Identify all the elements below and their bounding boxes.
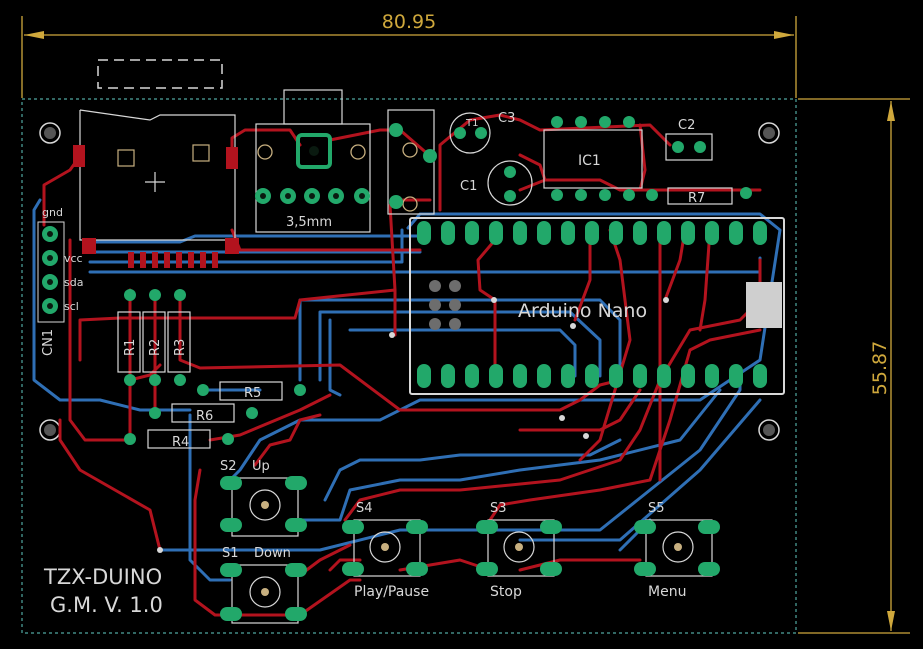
dimension-width: 80.95 <box>21 11 797 98</box>
sd-card-outline <box>97 59 223 89</box>
c3-label: C3 <box>498 111 515 126</box>
resistors-r1-r3: R1 R2 R3 <box>117 289 191 386</box>
button-s1-footprint: S1 Down <box>220 546 307 624</box>
audio-jack: 3,5mm <box>255 89 371 233</box>
r6-label: R6 <box>196 409 213 424</box>
pin-sda-label: sda <box>64 276 83 289</box>
vias <box>157 297 669 553</box>
s3-ref: S3 <box>490 501 507 516</box>
ic1-label: IC1 <box>578 153 601 169</box>
s5-label: Menu <box>648 584 686 600</box>
arduino-nano-footprint: Arduino Nano <box>409 217 785 395</box>
c2-label: C2 <box>678 118 695 133</box>
jack-label: 3,5mm <box>286 215 332 230</box>
header-cn1: gnd vcc sda scl CN1 <box>37 206 83 356</box>
capacitor-c3: C3 T1 <box>449 111 515 154</box>
r1-label: R1 <box>123 339 138 356</box>
height-label: 55.87 <box>869 341 891 395</box>
button-s2-footprint: S2 Up <box>220 459 307 537</box>
s3-label: Stop <box>490 584 522 600</box>
c1-label: C1 <box>460 179 477 194</box>
board-version: G.M. V. 1.0 <box>50 593 163 617</box>
s4-ref: S4 <box>356 501 373 516</box>
board-outline <box>21 98 797 634</box>
arduino-top-pins <box>417 221 767 245</box>
resistor-r7: R7 <box>646 187 752 206</box>
width-label: 80.95 <box>382 11 436 33</box>
r7-label: R7 <box>688 191 705 206</box>
r3-label: R3 <box>173 339 188 356</box>
pin-vcc-label: vcc <box>64 252 83 265</box>
s2-ref: S2 <box>220 459 237 474</box>
resistors-r4-r6: R5 R6 R4 <box>124 381 306 450</box>
icsp-pads <box>429 280 461 330</box>
button-s4-footprint: S4 Play/Pause <box>342 501 429 600</box>
chip-ic1: IC1 <box>543 116 643 201</box>
button-s3-footprint: S3 Stop <box>476 501 562 600</box>
s2-label: Up <box>252 459 270 474</box>
pin-scl-label: scl <box>64 300 79 313</box>
r2-label: R2 <box>148 339 163 356</box>
t1-label: T1 <box>465 118 478 129</box>
s1-label: Down <box>254 546 291 561</box>
s1-ref: S1 <box>222 546 239 561</box>
board-title: TZX-DUINO <box>43 565 162 589</box>
capacitor-c2: C2 <box>665 118 713 161</box>
s4-label: Play/Pause <box>354 584 429 600</box>
arduino-bottom-pins <box>417 364 767 388</box>
pin-gnd-label: gnd <box>42 206 63 219</box>
sd-card-holder <box>73 109 239 268</box>
r4-label: R4 <box>172 435 189 450</box>
arduino-label: Arduino Nano <box>518 300 647 322</box>
cn1-label: CN1 <box>41 329 56 356</box>
component-t1-block <box>387 109 437 215</box>
capacitor-c1: C1 <box>460 160 533 206</box>
dimension-height: 55.87 <box>798 98 910 634</box>
r5-label: R5 <box>244 386 261 401</box>
s5-ref: S5 <box>648 501 665 516</box>
button-s5-footprint: S5 Menu <box>634 501 720 600</box>
